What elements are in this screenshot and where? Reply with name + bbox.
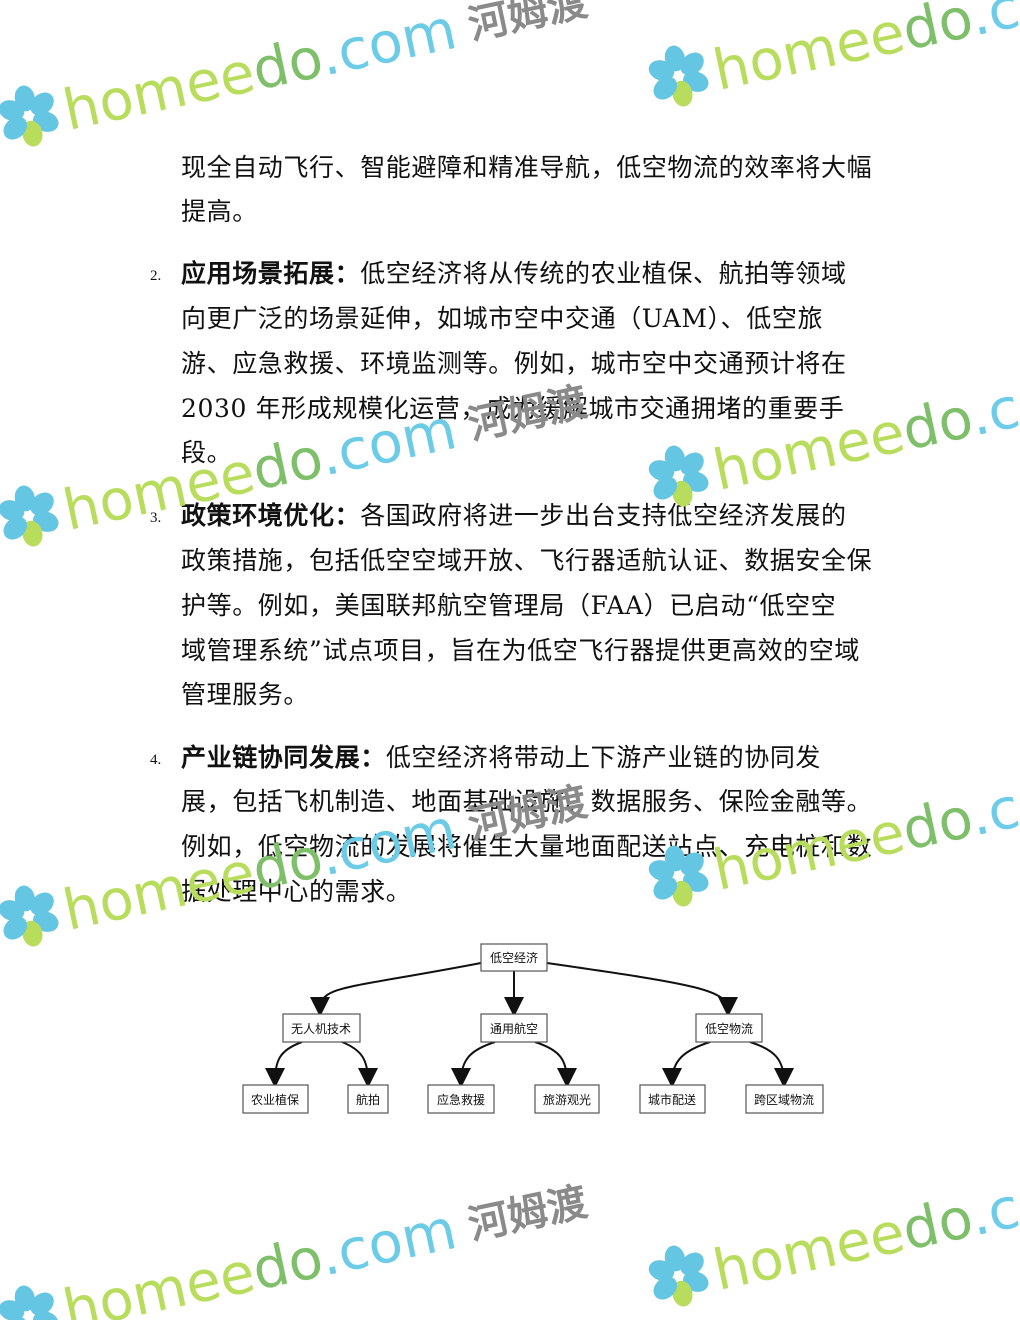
node-label: 低空物流 <box>705 1022 753 1036</box>
node-label: 跨区域物流 <box>754 1093 814 1107</box>
text-line: 段。 <box>181 438 233 467</box>
node-leaf <box>242 1084 309 1114</box>
node-leaf <box>639 1084 706 1114</box>
text-line: 现全自动飞行、智能避障和精准导航，低空物流的效率将大幅 <box>181 153 873 182</box>
list-number: 2. <box>150 268 162 284</box>
list-item-title: 产业链协同发展： <box>181 743 386 772</box>
list-number: 4. <box>150 752 162 768</box>
node-leaf <box>745 1084 824 1114</box>
text-line: 例如，低空物流的发展将催生大量地面配送站点、充电桩和数 <box>181 832 873 861</box>
node-leaf <box>347 1084 389 1114</box>
list-number: 3. <box>150 510 162 526</box>
node-general-aviation <box>480 1013 548 1043</box>
list-item-first-line: 产业链协同发展：低空经济将带动上下游产业链的协同发 <box>181 743 821 773</box>
text-line: 政策措施，包括低空空域开放、飞行器适航认证、数据安全保 <box>181 546 873 575</box>
node-leaf <box>534 1084 600 1114</box>
node-low-altitude-logistics <box>695 1013 763 1043</box>
diagram-arrows <box>265 962 794 1088</box>
node-label: 农业植保 <box>251 1092 299 1107</box>
list-item-title: 政策环境优化： <box>181 501 361 530</box>
text-line: 管理服务。 <box>181 680 310 709</box>
text-line: 域管理系统”试点项目，旨在为低空飞行器提供更高效的空域 <box>181 636 860 665</box>
node-label: 旅游观光 <box>543 1093 591 1107</box>
text: 低空经济将从传统的农业植保、航拍等领域 <box>360 259 847 288</box>
node-label: 无人机技术 <box>291 1022 351 1036</box>
text-line: 展，包括飞机制造、地面基础设施、数据服务、保险金融等。 <box>181 787 873 816</box>
list-item-title: 应用场景拓展： <box>181 259 361 288</box>
text-line: 向更广泛的场景延伸，如城市空中交通（UAM）、低空旅 <box>181 304 824 333</box>
list-item-first-line: 应用场景拓展：低空经济将从传统的农业植保、航拍等领域 <box>181 259 847 289</box>
text-line: 2030 年形成规模化运营，成为缓解城市交通拥堵的重要手 <box>181 394 845 423</box>
text-line: 据处理中心的需求。 <box>181 877 412 906</box>
text: 低空经济将带动上下游产业链的协同发 <box>385 743 822 772</box>
text-line: 提高。 <box>181 197 258 226</box>
node-label: 应急救援 <box>437 1092 485 1107</box>
node-leaf <box>427 1084 495 1114</box>
node-drone-tech <box>282 1013 361 1043</box>
node-label: 通用航空 <box>490 1021 538 1036</box>
node-label: 城市配送 <box>648 1092 696 1107</box>
node-label: 低空经济 <box>490 950 538 965</box>
text: 各国政府将进一步出台支持低空经济发展的 <box>360 501 847 530</box>
text-line: 护等。例如，美国联邦航空管理局（FAA）已启动“低空空 <box>181 591 837 620</box>
node-label: 航拍 <box>356 1092 380 1107</box>
text-line: 游、应急救援、环境监测等。例如，城市空中交通预计将在 <box>181 349 847 378</box>
node-root <box>480 943 548 972</box>
list-item-first-line: 政策环境优化：各国政府将进一步出台支持低空经济发展的 <box>181 501 847 531</box>
